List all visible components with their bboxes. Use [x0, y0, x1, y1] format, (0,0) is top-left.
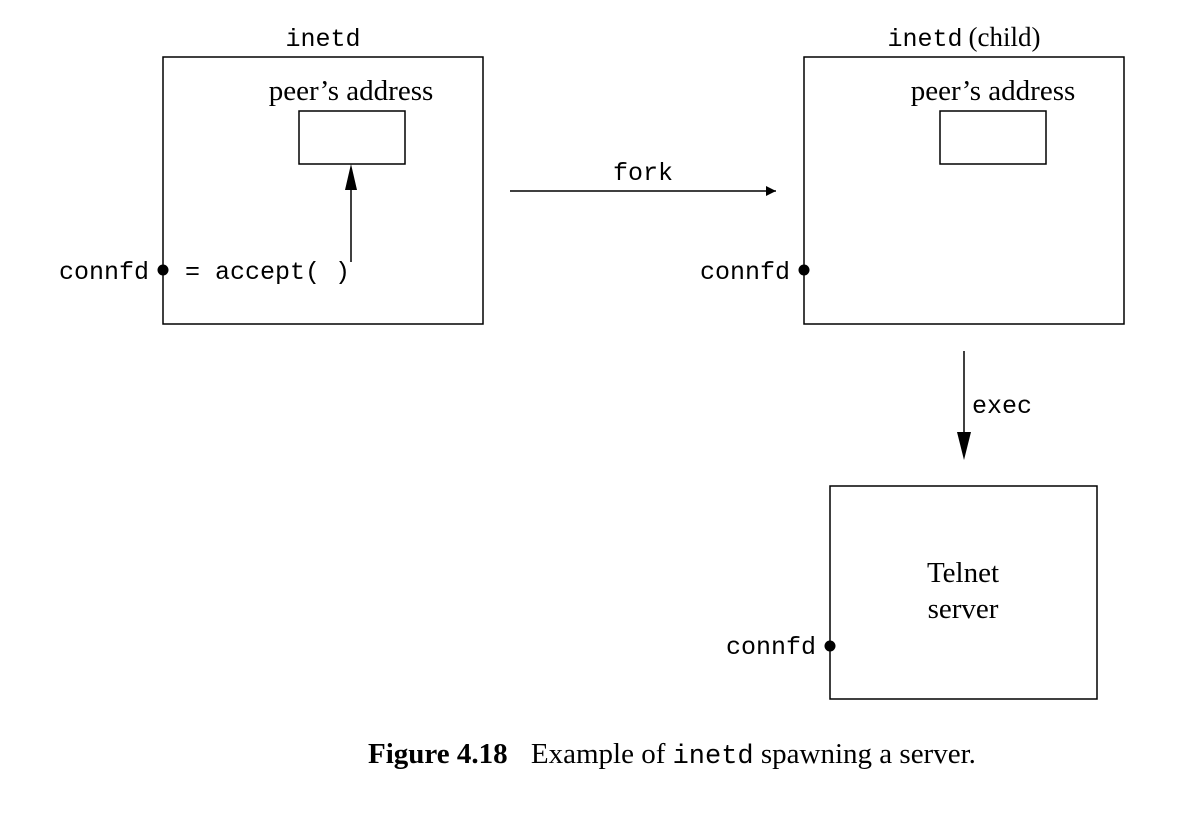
parent-accept-call: = accept( ) [185, 258, 350, 287]
child-peer-address-label: peer’s address [911, 75, 1076, 107]
parent-peer-address-label: peer’s address [269, 75, 434, 107]
caption-code: inetd [672, 742, 754, 772]
child-peer-address-box [939, 110, 1047, 165]
server-connfd-dot [824, 640, 836, 652]
exec-arrow-head [957, 432, 971, 460]
accept-arrow-head [345, 164, 357, 190]
figure-caption: Figure 4.18 Example of inetd spawning a … [368, 738, 976, 772]
caption-text-after: spawning a server. [760, 738, 976, 770]
child-connfd-dot [798, 264, 810, 276]
exec-label: exec [972, 392, 1032, 421]
parent-peer-address-box [298, 110, 406, 165]
parent-connfd-dot [157, 264, 169, 276]
server-connfd-label: connfd [726, 633, 816, 662]
child-title-suffix: (child) [969, 22, 1041, 52]
telnet-server-label-line1: Telnet [927, 557, 999, 589]
child-connfd-label: connfd [700, 258, 790, 287]
telnet-server-label-line2: server [928, 593, 999, 625]
parent-title: inetd [285, 25, 360, 54]
parent-connfd-label: connfd [59, 258, 149, 287]
child-process-box [803, 56, 1125, 325]
telnet-server-box [829, 485, 1098, 700]
child-title-code: inetd [888, 25, 963, 54]
figure-number: Figure 4.18 [368, 738, 508, 770]
child-title: inetd(child) [888, 22, 1041, 54]
parent-process-box [162, 56, 484, 325]
fork-label: fork [613, 159, 673, 188]
caption-text-before: Example of [530, 738, 666, 770]
